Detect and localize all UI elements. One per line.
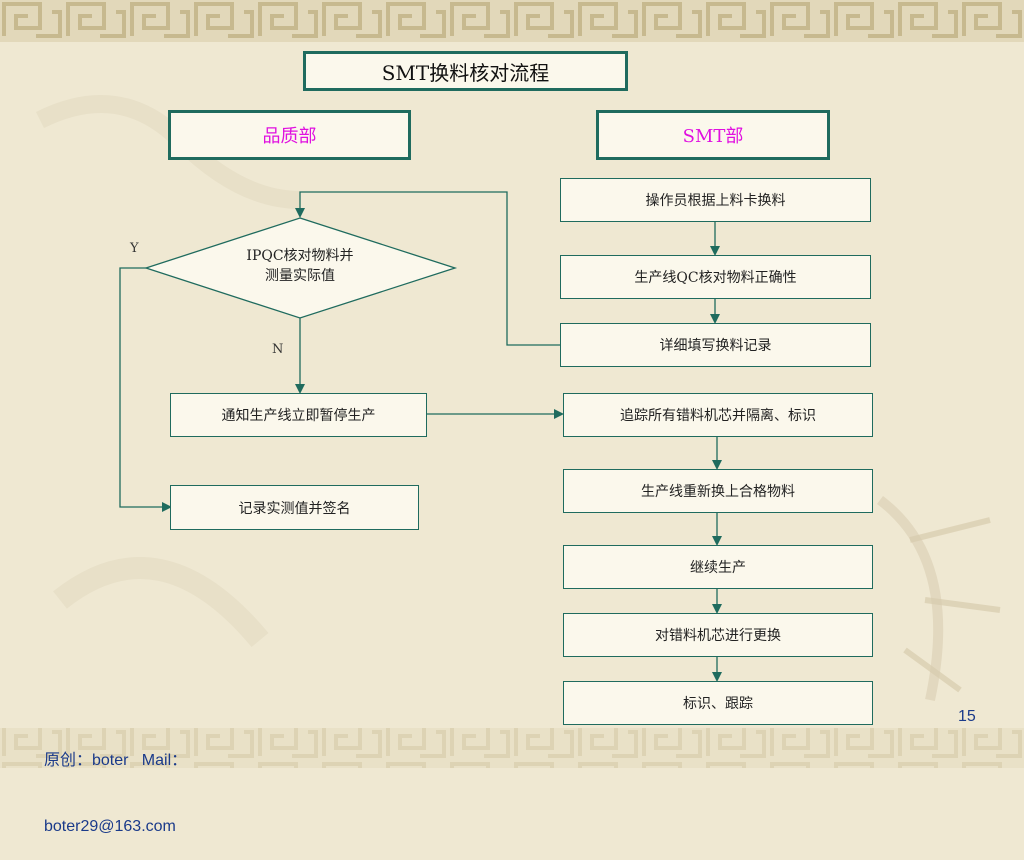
footer-author: 原创：boter Mail： boter29@163.com — [44, 706, 187, 860]
flowchart-title: SMT换料核对流程 — [381, 60, 550, 85]
record-measurement-box: 记录实测值并签名 — [170, 485, 419, 530]
background-decoration — [0, 0, 1024, 768]
step-qc-check-box: 生产线QC核对物料正确性 — [560, 255, 871, 299]
notify-production-text: 通知生产线立即暂停生产 — [221, 408, 376, 424]
step-record-text: 详细填写换料记录 — [659, 338, 772, 354]
step-replace-material-box: 生产线重新换上合格物料 — [563, 469, 873, 513]
step-replace-units-box: 对错料机芯进行更换 — [563, 613, 873, 657]
step-operator-change-box: 操作员根据上料卡换料 — [560, 178, 871, 222]
decision-line-1: IPQC核对物料并 — [246, 248, 354, 264]
footer-author-line-1: 原创：boter Mail： — [44, 752, 188, 769]
step-replace-units-text: 对错料机芯进行更换 — [655, 628, 781, 644]
step-operator-change-text: 操作员根据上料卡换料 — [645, 193, 786, 209]
step-continue-text: 继续生产 — [690, 560, 746, 576]
decision-line-2: 测量实际值 — [265, 268, 335, 284]
no-label: N — [272, 342, 284, 357]
footer-author-line-2: boter29@163.com — [44, 818, 176, 835]
step-track-isolate-box: 追踪所有错料机芯并隔离、标识 — [563, 393, 873, 437]
step-continue-box: 继续生产 — [563, 545, 873, 589]
step-qc-check-text: 生产线QC核对物料正确性 — [634, 270, 797, 286]
quality-department-label: 品质部 — [262, 126, 317, 147]
smt-department-label: SMT部 — [682, 126, 744, 147]
yes-label: Y — [130, 241, 139, 256]
record-measurement-text: 记录实测值并签名 — [238, 500, 351, 517]
decision-text: IPQC核对物料并 测量实际值 — [200, 246, 400, 286]
step-mark-track-text: 标识、跟踪 — [683, 696, 753, 712]
quality-department-box: 品质部 — [168, 110, 411, 160]
flowchart-connectors — [119, 191, 722, 682]
flowchart-title-box: SMT换料核对流程 — [303, 51, 628, 91]
step-record-box: 详细填写换料记录 — [560, 323, 871, 367]
notify-production-box: 通知生产线立即暂停生产 — [170, 393, 427, 437]
page-number: 15 — [958, 708, 976, 725]
step-track-isolate-text: 追踪所有错料机芯并隔离、标识 — [620, 408, 816, 424]
step-mark-track-box: 标识、跟踪 — [563, 681, 873, 725]
smt-department-box: SMT部 — [596, 110, 830, 160]
step-replace-material-text: 生产线重新换上合格物料 — [641, 484, 795, 500]
